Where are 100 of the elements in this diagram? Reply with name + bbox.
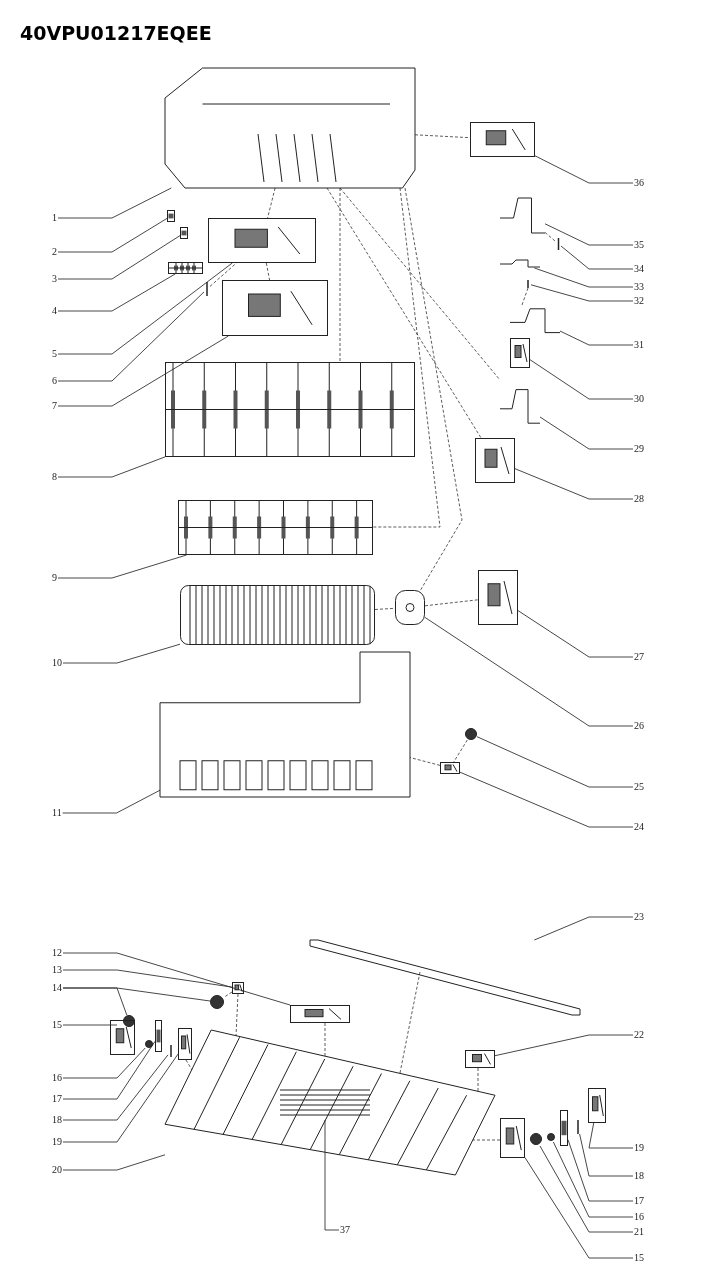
callout-number: 3	[52, 273, 57, 285]
callout-number: 16	[634, 1211, 644, 1223]
coil-drawing	[165, 362, 415, 457]
bracket-drawing	[478, 570, 518, 625]
leader-line	[62, 1047, 146, 1079]
assembly-line	[185, 1059, 193, 1071]
assembly-line	[339, 187, 501, 381]
leader-line	[560, 245, 634, 270]
assembly-line	[372, 187, 441, 528]
leader-line	[57, 456, 166, 478]
leader-line	[62, 952, 291, 1006]
callout-number: 20	[52, 1164, 62, 1176]
leader-line	[57, 554, 187, 579]
cap-drawing	[530, 1132, 542, 1146]
assembly-line	[235, 993, 239, 1037]
callout-number: 17	[634, 1195, 644, 1207]
callout-number: 18	[52, 1114, 62, 1126]
assembly-line	[326, 187, 482, 439]
callout-number: 19	[634, 1142, 644, 1154]
leader-line	[62, 1053, 179, 1143]
assembly-line	[374, 607, 396, 610]
callout-number: 16	[52, 1072, 62, 1084]
clip-drawing	[232, 982, 244, 994]
plate-drawing	[178, 1028, 192, 1060]
pad-drawing	[547, 1132, 555, 1142]
assembly-line	[324, 1022, 326, 1058]
callout-number: 23	[634, 911, 644, 923]
clip-drawing	[167, 210, 175, 222]
callout-number: 1	[52, 212, 57, 224]
leader-line	[424, 616, 634, 727]
leader-line	[57, 187, 172, 219]
callout-number: 12	[52, 947, 62, 959]
leader-line	[588, 1122, 634, 1149]
screw-drawing	[168, 1045, 174, 1057]
clip-drawing	[180, 227, 188, 239]
leader-line	[62, 1024, 118, 1026]
fan-wheel-drawing	[180, 585, 375, 645]
pin-drawing	[525, 280, 531, 288]
title: 40VPU01217EQEE	[20, 22, 212, 44]
callout-number: 19	[52, 1136, 62, 1148]
callout-number: 22	[634, 1029, 644, 1041]
assembly-line	[399, 971, 421, 1074]
valve-drawing	[475, 438, 515, 483]
strip-drawing	[155, 1020, 162, 1052]
leader-line	[514, 468, 634, 500]
leader-line	[544, 223, 634, 246]
callout-number: 15	[634, 1252, 644, 1264]
callout-number: 30	[634, 393, 644, 405]
callout-number: 31	[634, 339, 644, 351]
leader-line	[459, 771, 634, 828]
control-box-drawing	[208, 218, 316, 263]
leader-line	[533, 267, 634, 288]
callout-number: 11	[52, 807, 62, 819]
base-frame-drawing	[160, 652, 410, 797]
leader-line	[533, 916, 634, 941]
knob-drawing	[465, 728, 477, 740]
box-cover-drawing	[222, 280, 328, 336]
leader-line	[534, 155, 634, 184]
callout-number: 36	[634, 177, 644, 189]
wire-clip-drawing	[204, 282, 210, 296]
pad-drawing	[145, 1040, 153, 1048]
terminal-block-drawing	[168, 262, 203, 274]
pipe-drawing	[500, 258, 540, 268]
leader-line	[57, 273, 176, 312]
callout-number: 26	[634, 720, 644, 732]
leader-line	[62, 1054, 169, 1121]
assembly-line	[209, 262, 237, 287]
callout-number: 2	[52, 246, 57, 258]
assembly-line	[544, 232, 557, 243]
box-drawing	[465, 1050, 495, 1068]
cover-plate-drawing	[470, 122, 535, 157]
leader-line	[57, 262, 233, 355]
callout-number: 34	[634, 263, 644, 275]
leader-line	[524, 1157, 634, 1259]
callout-number: 9	[52, 572, 57, 584]
leader-line	[57, 217, 168, 253]
leader-line	[57, 335, 229, 407]
callout-number: 13	[52, 964, 62, 976]
pin-drawing	[556, 238, 561, 250]
leader-line	[62, 1154, 166, 1171]
callout-number: 7	[52, 400, 57, 412]
callout-number: 29	[634, 443, 644, 455]
leader-line	[530, 284, 634, 302]
leader-line	[62, 789, 161, 814]
hinge-drawing	[110, 1020, 135, 1055]
leader-line	[559, 330, 634, 346]
assembly-line	[472, 1139, 501, 1141]
cap-drawing	[123, 1015, 135, 1027]
assembly-line	[453, 739, 468, 763]
callout-number: 6	[52, 375, 57, 387]
callout-number: 28	[634, 493, 644, 505]
callout-number: 33	[634, 281, 644, 293]
leader-line	[324, 1119, 340, 1231]
callout-number: 37	[340, 1224, 350, 1236]
leader-line	[539, 416, 634, 450]
assembly-line	[424, 599, 479, 607]
callout-number: 35	[634, 239, 644, 251]
callout-number: 21	[634, 1226, 644, 1238]
strip-drawing	[560, 1110, 568, 1146]
assembly-line	[267, 187, 276, 219]
